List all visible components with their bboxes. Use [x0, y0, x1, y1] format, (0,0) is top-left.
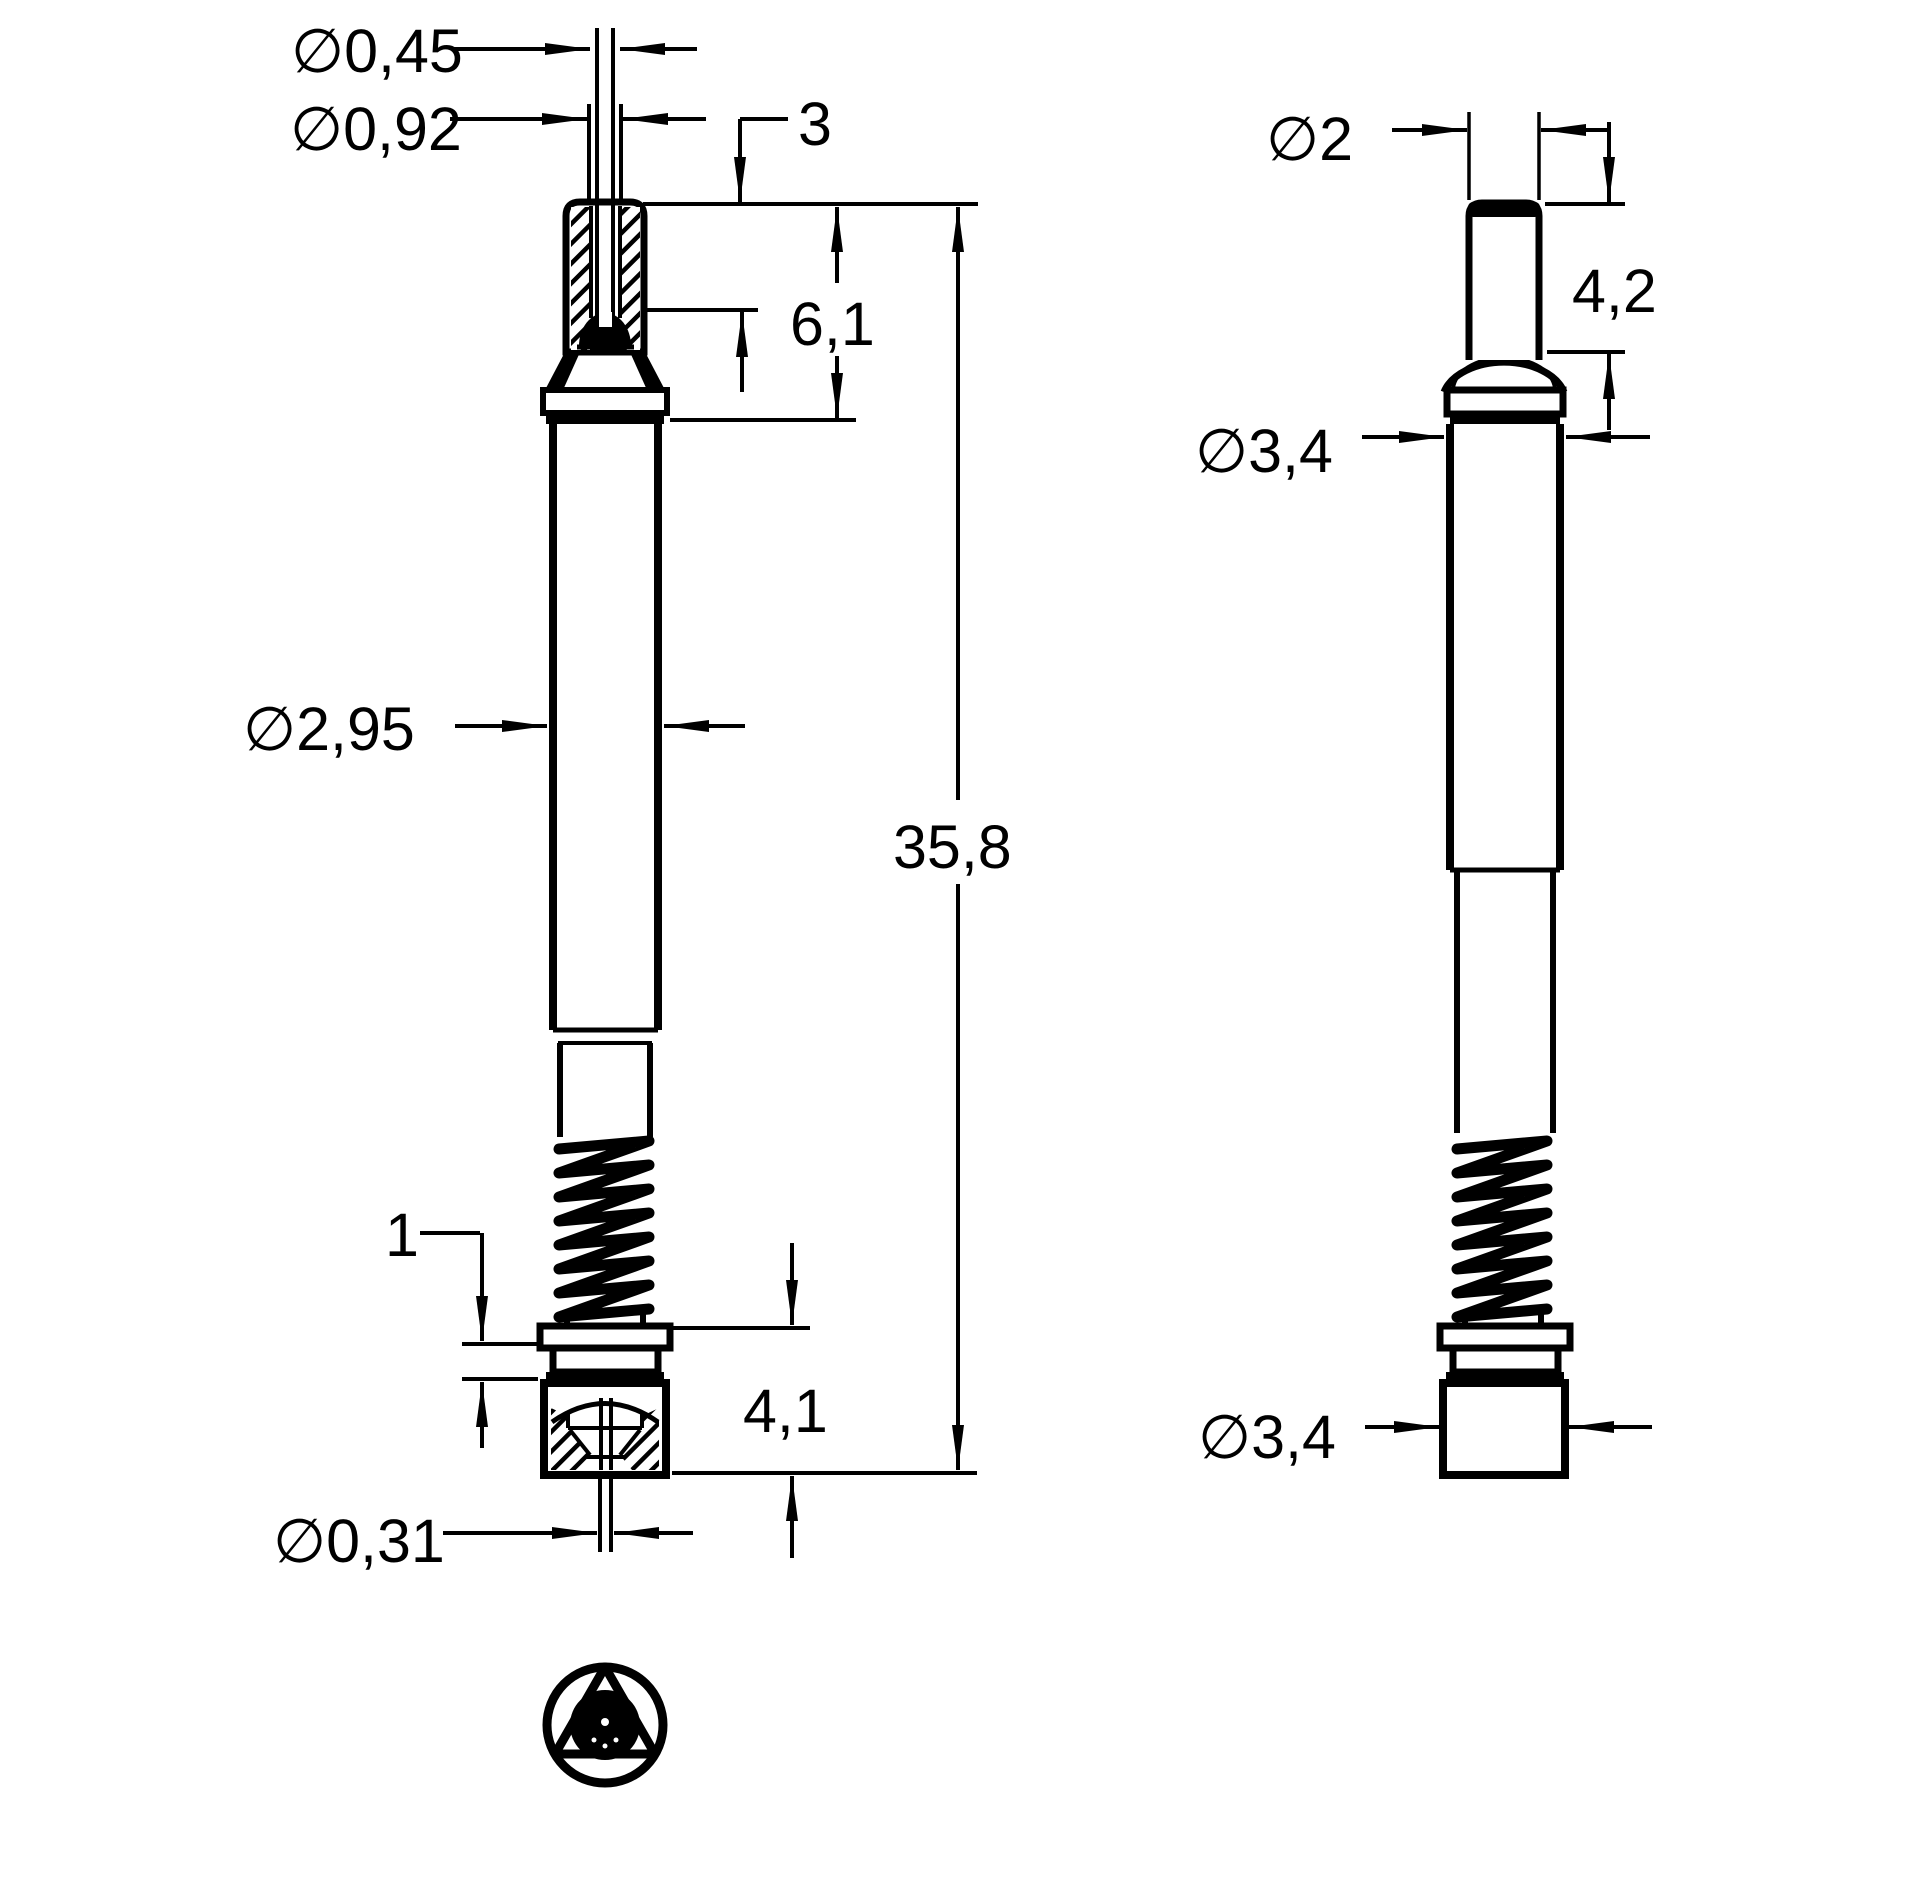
- dim-label: 6,1: [790, 290, 875, 358]
- dim-label: ∅0,45: [291, 17, 463, 85]
- plunger-cap: [1468, 202, 1540, 217]
- end-cup: [1439, 1379, 1569, 1479]
- tip-view-center-dot: [601, 1718, 609, 1726]
- dim-head-length: 6,1: [643, 202, 978, 422]
- sleeve-hatch-left: [571, 207, 590, 350]
- right-probe-view: [1436, 199, 1574, 1479]
- ball-notch: [599, 312, 612, 327]
- dim-overall-length: 35,8: [672, 207, 1012, 1475]
- tip-view-speck: [602, 1743, 608, 1749]
- cup-dome-arc: [550, 1401, 660, 1425]
- sleeve-hatch-right: [621, 207, 640, 350]
- skirt-right: [629, 350, 665, 390]
- tip-view-speck: [591, 1737, 597, 1743]
- dim-label: 35,8: [893, 813, 1012, 881]
- dim-label: 1: [385, 1201, 419, 1269]
- cup-hatch-left: [551, 1408, 590, 1470]
- tip-ring: [1449, 1344, 1562, 1376]
- spring-coil: [1451, 1135, 1553, 1323]
- collar-band: [1450, 414, 1560, 424]
- dim-bottom-wire-dia: ∅0,31: [273, 1507, 693, 1575]
- dim-label: ∅0,31: [273, 1507, 445, 1575]
- dim-ring-height: 1: [385, 1201, 538, 1448]
- dim-tip-section-length: 4,1: [672, 1243, 828, 1558]
- dim-plunger-dia: ∅2: [1266, 105, 1610, 200]
- tip-band: [546, 1372, 664, 1383]
- cup-cone-right: [618, 1428, 642, 1457]
- dim-sleeve-dia: ∅0,92: [290, 95, 706, 163]
- cup-cone-left: [568, 1428, 592, 1457]
- dim-label: ∅2,95: [243, 695, 415, 763]
- dim-label: 4,1: [743, 1377, 828, 1445]
- dim-wire-stickout: 3: [643, 90, 832, 392]
- dim-head-dia: ∅3,4: [1195, 417, 1650, 485]
- cup-hatch-right: [620, 1408, 659, 1470]
- skirt-left: [545, 350, 581, 390]
- tip-band: [1446, 1372, 1564, 1383]
- dim-label: ∅3,4: [1195, 417, 1333, 485]
- dim-cup-dia: ∅3,4: [1198, 1403, 1652, 1471]
- dim-label: ∅2: [1266, 105, 1353, 173]
- dim-label: ∅3,4: [1198, 1403, 1336, 1471]
- spring-coil: [553, 1135, 655, 1323]
- dim-barrel-dia: ∅2,95: [243, 695, 745, 763]
- ball-contact: [579, 313, 631, 346]
- collar-band: [546, 413, 664, 424]
- tip-ring: [549, 1344, 662, 1376]
- head-dome: [1440, 358, 1568, 394]
- plunger: [1465, 199, 1543, 360]
- tip-view-speck: [613, 1737, 619, 1743]
- collar-ring: [540, 387, 670, 416]
- dim-label: 4,2: [1572, 257, 1657, 325]
- dim-wire-top-dia: ∅0,45: [291, 17, 697, 85]
- left-probe-view: [536, 28, 674, 1552]
- dim-label: 3: [798, 90, 832, 158]
- collar-ring: [1443, 386, 1567, 418]
- dim-plunger-length: 4,2: [1545, 122, 1657, 430]
- dim-label: ∅0,92: [290, 95, 462, 163]
- tip-bottom-view: [542, 1662, 668, 1788]
